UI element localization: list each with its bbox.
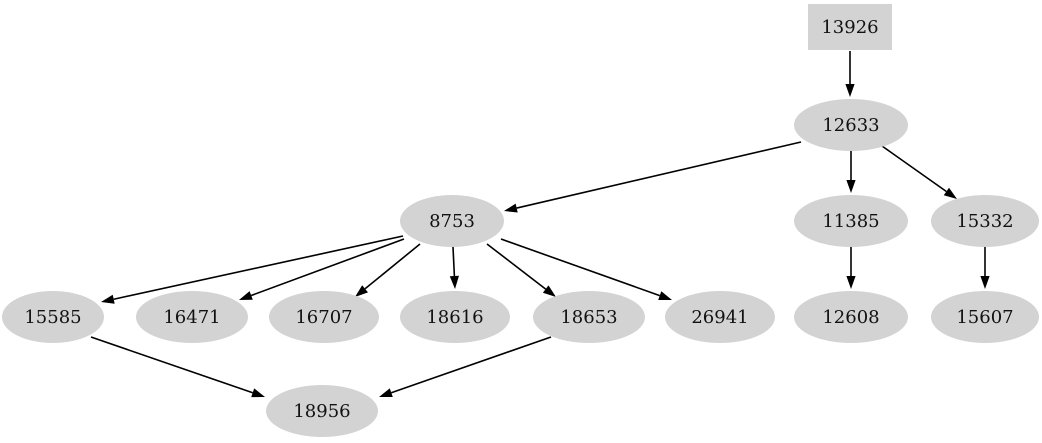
node-ellipse[interactable] [794, 195, 908, 247]
edge-arrowhead-icon [658, 291, 672, 300]
edge-arrowhead-icon [504, 203, 518, 213]
edge-line [452, 246, 456, 277]
node-ellipse[interactable] [269, 291, 379, 343]
edge-line [881, 145, 947, 193]
graph-edge [101, 235, 404, 304]
edge-arrowhead-icon [251, 388, 265, 398]
graph-edge [239, 238, 405, 300]
edge-arrowhead-icon [449, 275, 459, 289]
graph-edge [846, 247, 856, 289]
edge-arrowhead-icon [379, 388, 393, 398]
graph-node-26941[interactable]: 26941 [665, 291, 775, 343]
graph-edge [500, 238, 672, 300]
node-ellipse[interactable] [533, 291, 645, 343]
edge-line [500, 238, 661, 297]
graph-node-16707[interactable]: 16707 [269, 291, 379, 343]
graph-node-12608[interactable]: 12608 [794, 291, 908, 343]
node-ellipse[interactable] [794, 99, 908, 151]
graph-edge [486, 243, 556, 297]
graph-node-15585[interactable]: 15585 [2, 291, 104, 343]
graph-node-18616[interactable]: 18616 [400, 291, 510, 343]
edge-arrowhead-icon [846, 276, 856, 289]
graph-node-15332[interactable]: 15332 [931, 195, 1039, 247]
graph-edge [846, 151, 856, 193]
node-ellipse[interactable] [931, 195, 1039, 247]
node-ellipse[interactable] [136, 291, 248, 343]
graph-edge [90, 336, 265, 398]
edge-arrowhead-icon [101, 294, 115, 304]
graph-node-16471[interactable]: 16471 [136, 291, 248, 343]
node-ellipse[interactable] [400, 291, 510, 343]
graph-edge [980, 247, 990, 289]
node-rect[interactable] [808, 4, 892, 50]
edge-arrowhead-icon [845, 84, 855, 97]
edge-line [364, 243, 421, 290]
node-ellipse[interactable] [400, 195, 504, 247]
edge-arrowhead-icon [980, 276, 990, 289]
edge-line [90, 336, 253, 394]
graph-node-15607[interactable]: 15607 [931, 291, 1039, 343]
graph-edge [504, 141, 802, 213]
node-ellipse[interactable] [794, 291, 908, 343]
graph-node-8753[interactable]: 8753 [400, 195, 504, 247]
edges-layer [90, 51, 990, 398]
node-ellipse[interactable] [665, 291, 775, 343]
nodes-layer: 13926 12633 8753 11385 15332 15585 16471 16707 1… [2, 4, 1039, 437]
edge-arrowhead-icon [846, 180, 856, 193]
graph-node-12633[interactable]: 12633 [794, 99, 908, 151]
edge-arrowhead-icon [355, 285, 368, 297]
edge-line [113, 235, 404, 301]
node-ellipse[interactable] [2, 291, 104, 343]
graph-node-13926[interactable]: 13926 [808, 4, 892, 50]
graph-edge [449, 246, 459, 289]
graph-edge [881, 145, 957, 199]
graph-node-18956[interactable]: 18956 [266, 385, 378, 437]
edge-arrowhead-icon [943, 187, 957, 199]
edge-arrowhead-icon [542, 285, 556, 297]
edge-line [250, 238, 405, 297]
graph-node-11385[interactable]: 11385 [794, 195, 908, 247]
graph-edge [379, 336, 552, 398]
edge-line [391, 336, 552, 394]
edge-line [516, 141, 802, 209]
node-ellipse[interactable] [266, 385, 378, 437]
edge-line [486, 243, 547, 290]
node-ellipse[interactable] [931, 291, 1039, 343]
edge-arrowhead-icon [239, 291, 253, 300]
graph-edge [355, 243, 421, 297]
graph-node-18653[interactable]: 18653 [533, 291, 645, 343]
graph-edge [845, 51, 855, 97]
